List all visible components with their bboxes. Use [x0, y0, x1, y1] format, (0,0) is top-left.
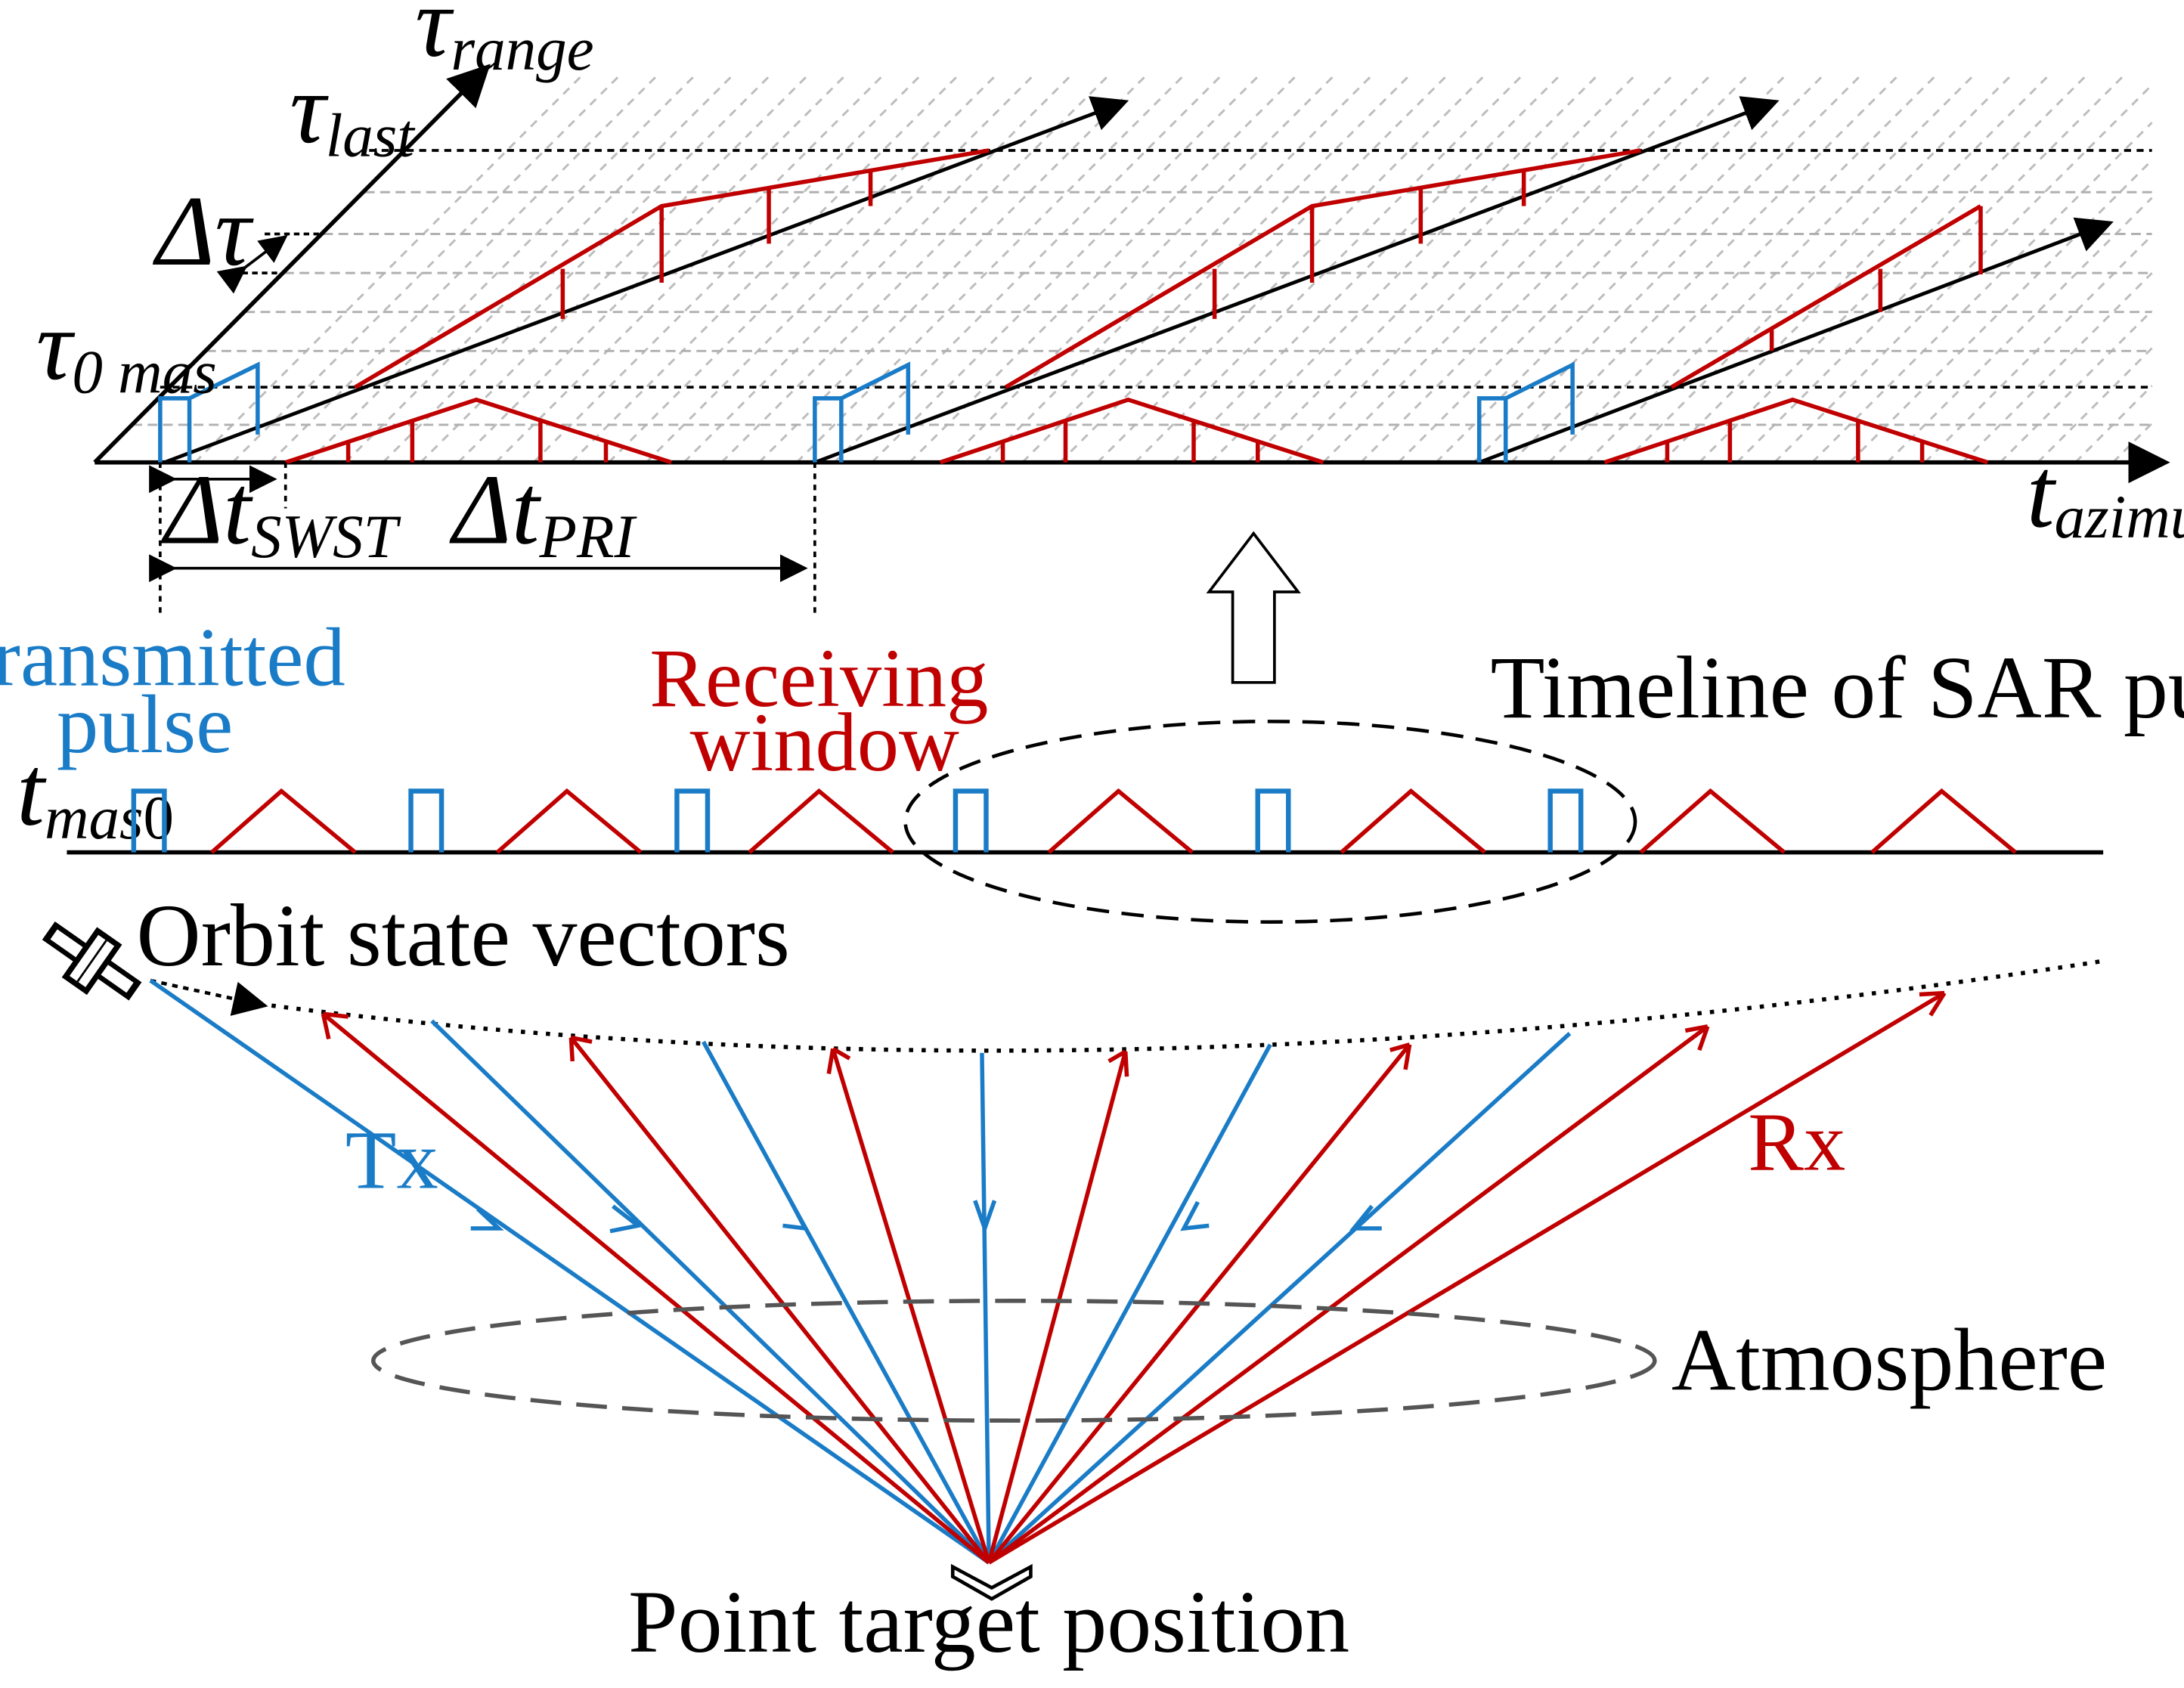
up-arrow-icon — [1206, 531, 1301, 684]
tx-label: Tx — [345, 1113, 438, 1206]
hatch-line — [1999, 309, 2153, 463]
timeline-transmit-pulses — [131, 788, 1584, 853]
hatch-line — [1021, 71, 1414, 463]
delta-tau-arrow — [216, 234, 288, 294]
hatch-line — [1210, 71, 1602, 463]
hatch-line — [833, 71, 1225, 463]
hatch-line — [570, 71, 962, 463]
tau-0mas-label: τ0 mas — [36, 290, 217, 406]
hatch-line — [1962, 272, 2153, 463]
point-target-label: Point target position — [628, 1572, 1349, 1671]
hatch-line — [1848, 159, 2153, 463]
rx-rays — [321, 990, 1947, 1565]
receive-windows-projected — [354, 148, 1983, 389]
rx-label: Rx — [1748, 1095, 1845, 1188]
delta-t-swst-label: ΔtSWST — [160, 454, 401, 571]
delta-t-pri-label: ΔtPRI — [449, 454, 638, 571]
atmosphere-label: Atmosphere — [1671, 1311, 2107, 1410]
t-azimuth-label: tazimuth — [2027, 437, 2184, 551]
range-arrow-2 — [814, 96, 1780, 464]
hatch-line — [1811, 122, 2153, 463]
hatch-line — [1322, 71, 1715, 463]
hatch-line — [720, 71, 1113, 463]
hatch-line — [758, 71, 1151, 463]
transmitted-pulse-label-2: pulse — [57, 677, 233, 770]
hatch-line — [1547, 71, 1940, 463]
hatch-line — [683, 71, 1075, 463]
timeline-highlight-ellipse — [903, 720, 1637, 924]
range-arrow-3 — [1478, 217, 2114, 464]
hatch-line — [420, 71, 812, 463]
tau-range-label: τrange — [415, 0, 594, 83]
hatch-line — [1924, 234, 2153, 463]
hatch-line — [1247, 71, 1639, 463]
pulse-timeline: Transmitted pulse Receiving window Timel… — [0, 610, 2184, 924]
timing-diagram: τrange τlast Δτ τ0 mas tazimuth ΔtSWST Δ… — [36, 0, 2184, 613]
hatch-line — [1698, 71, 2090, 463]
delta-tau-label: Δτ — [152, 175, 254, 286]
range-arrow-1 — [163, 96, 1129, 464]
satellite-icon — [42, 921, 142, 1001]
hatch-line — [457, 71, 850, 463]
orbit-state-vectors-label: Orbit state vectors — [137, 886, 790, 985]
receive-triangles-timing — [284, 397, 1989, 465]
orbit-path — [271, 959, 2104, 1053]
acquisition-geometry: Orbit state vectors — [42, 886, 2107, 1671]
timeline-receive-windows — [210, 788, 2017, 854]
hatch-line — [1623, 71, 2015, 463]
target-chevron-icon — [950, 1563, 1033, 1601]
t-mas0-label: tmas0 — [17, 736, 174, 852]
timeline-title: Timeline of SAR pulses — [1490, 638, 2184, 737]
atmosphere-ellipse — [371, 1299, 1657, 1423]
hatch-line — [608, 71, 1000, 463]
hatch-line — [382, 71, 774, 463]
hatch-line — [795, 71, 1188, 463]
hatch-line — [1510, 71, 1903, 463]
transmitted-pulse-label-1: Transmitted — [0, 610, 345, 703]
receiving-window-label-1: Receiving — [649, 631, 988, 724]
hatch-line — [1397, 71, 1789, 463]
receiving-window-label-2: window — [690, 695, 959, 788]
hatch-line — [1360, 71, 1752, 463]
hatch-line — [1736, 71, 2128, 463]
hatch-line — [532, 71, 925, 463]
transmitted-pulses-timing — [158, 361, 1575, 463]
orbit-arrow — [150, 978, 268, 1016]
hatch-line — [2037, 347, 2153, 463]
hatch-line — [871, 71, 1263, 463]
hatch-line — [1096, 71, 1489, 463]
range-grid — [132, 190, 2152, 426]
tau-last-label: τlast — [290, 53, 416, 169]
hatch-line — [2111, 423, 2153, 463]
tx-rays — [149, 978, 1572, 1565]
